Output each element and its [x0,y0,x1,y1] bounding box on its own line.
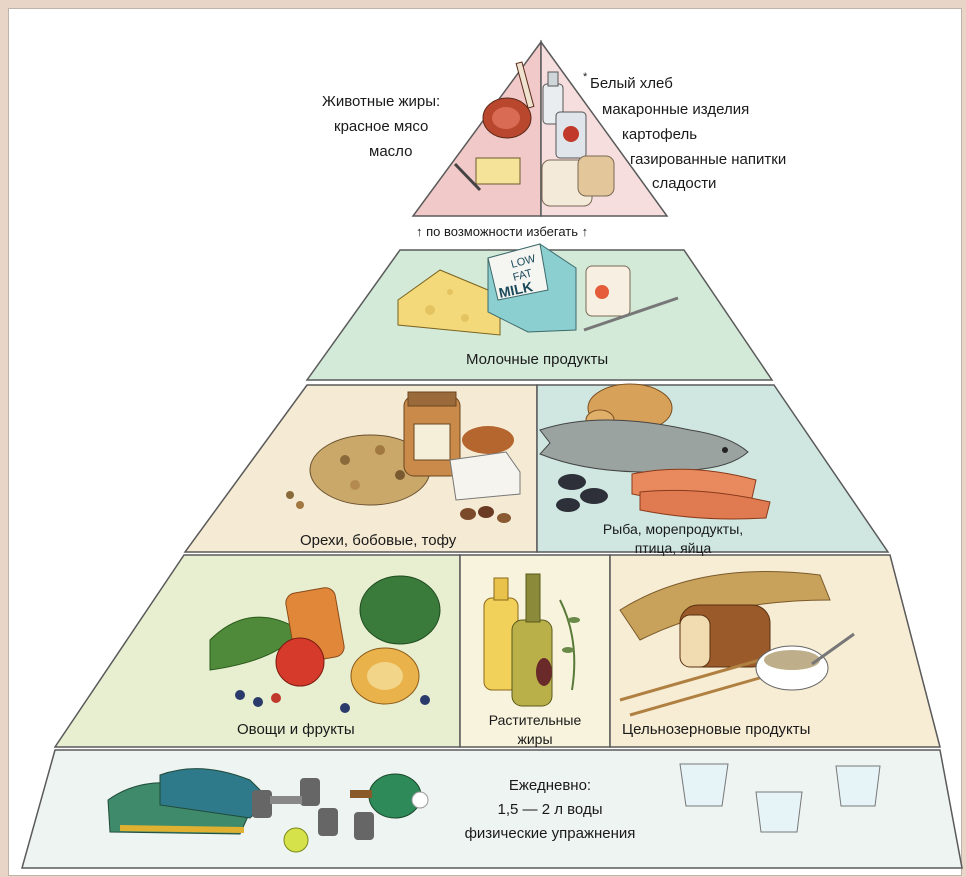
daily-title: Ежедневно: [440,776,660,795]
vegetables-fruits-label: Овощи и фрукты [237,720,355,739]
animal-fats-title: Животные жиры: [322,92,440,111]
fish-poultry-label-line2: птица, яйца [568,539,778,558]
dairy-label: Молочные продукты [466,350,608,369]
plant-oils-label-line1: Растительные [462,711,608,730]
refined-item-sweets: сладости [652,174,716,193]
tennis-ball-illustration [284,828,308,852]
refined-item-soda: газированные напитки [630,150,786,169]
whole-grains-label: Цельнозерновые продукты [622,720,810,739]
daily-water: 1,5 — 2 л воды [440,800,660,819]
refined-marker: * [583,68,587,87]
fish-poultry-label-line1: Рыба, морепродукты, [568,520,778,539]
tofu-illustration [450,452,520,500]
plant-oils-label-line2: жиры [462,730,608,749]
animal-fats-item-red-meat: красное мясо [334,117,428,136]
avoid-note: ↑ по возможности избегать ↑ [416,222,588,241]
nuts-legumes-label: Орехи, бобовые, тофу [300,531,456,550]
animal-fats-item-butter: масло [369,142,412,161]
refined-item-potato: картофель [622,125,697,144]
refined-item-white-bread: Белый хлеб [590,74,673,93]
daily-exercise: физические упражнения [440,824,660,843]
refined-item-pasta: макаронные изделия [602,100,749,119]
spice-pile-illustration [462,426,514,454]
soda-can-illustration [556,112,586,158]
